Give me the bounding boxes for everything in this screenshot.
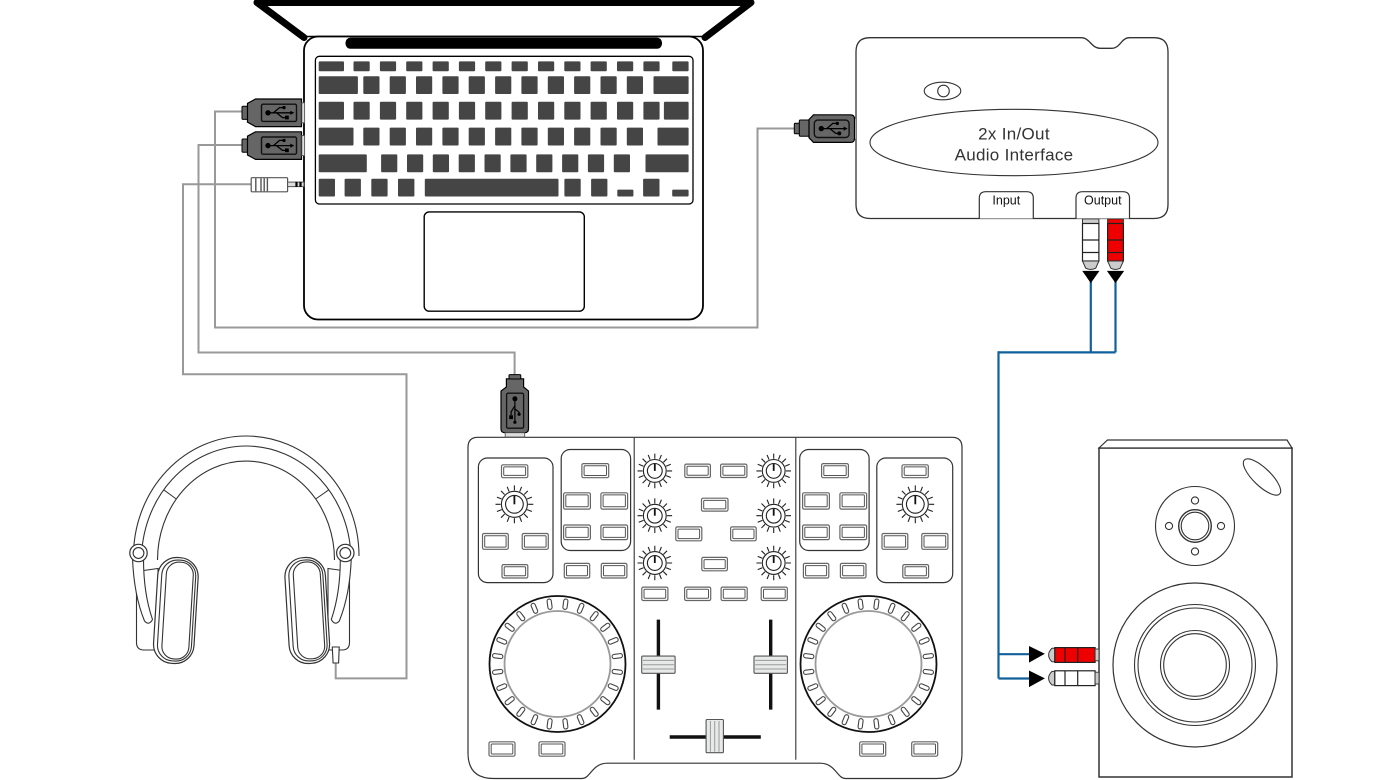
- svg-text:2x In/Out: 2x In/Out: [978, 125, 1050, 144]
- svg-text:Audio Interface: Audio Interface: [955, 146, 1074, 165]
- svg-text:Output: Output: [1084, 194, 1122, 208]
- svg-text:Input: Input: [992, 194, 1020, 208]
